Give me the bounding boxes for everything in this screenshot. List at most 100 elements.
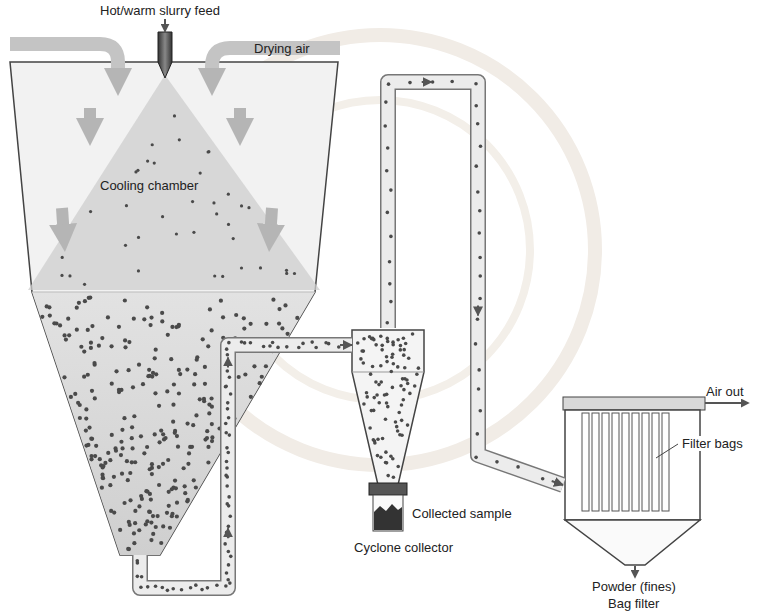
particle: [169, 357, 173, 361]
particle: [226, 451, 230, 455]
particle: [413, 384, 417, 388]
particle: [228, 375, 232, 379]
particle: [237, 375, 241, 379]
filter-bag: [662, 413, 669, 511]
particle: [207, 150, 210, 153]
particle: [283, 303, 287, 307]
particle: [153, 391, 157, 395]
particle: [199, 172, 202, 175]
particle: [166, 589, 170, 593]
particle: [402, 388, 406, 392]
particle: [142, 317, 146, 321]
particle: [402, 398, 406, 402]
particle: [474, 456, 478, 460]
particle: [123, 338, 127, 342]
particle: [389, 370, 393, 374]
particle: [130, 425, 134, 429]
particle: [175, 232, 178, 235]
particle: [368, 426, 372, 430]
particle: [403, 377, 407, 381]
particle: [131, 385, 135, 389]
particle: [396, 365, 400, 369]
particle: [45, 304, 49, 308]
particle: [165, 511, 169, 515]
particle: [201, 337, 205, 341]
particle: [132, 541, 136, 545]
particle: [259, 266, 262, 269]
particle: [252, 364, 256, 368]
particle: [126, 368, 130, 372]
particle: [228, 581, 232, 585]
particle: [293, 272, 296, 275]
particle: [227, 416, 231, 420]
particle: [82, 349, 86, 353]
particle: [139, 494, 143, 498]
particle: [243, 341, 247, 345]
particle: [408, 81, 412, 85]
particle: [415, 372, 419, 376]
particle: [166, 458, 170, 462]
particle: [200, 588, 204, 592]
particle: [398, 433, 402, 437]
particle: [371, 365, 375, 369]
particle: [161, 586, 165, 590]
particle: [101, 476, 105, 480]
particle: [227, 495, 231, 499]
filter-bag: [582, 413, 589, 511]
particle: [385, 401, 389, 405]
particle: [365, 391, 369, 395]
particle: [379, 334, 383, 338]
particle: [101, 476, 105, 480]
particle: [478, 297, 482, 301]
cyclone-collector: Cyclone collector: [352, 328, 424, 486]
particle: [388, 260, 392, 264]
particle: [495, 460, 499, 464]
particle: [271, 341, 275, 345]
particle: [106, 315, 110, 319]
particle: [122, 501, 126, 505]
flow-arrow: [477, 305, 479, 315]
particle: [170, 512, 174, 516]
particle: [84, 428, 88, 432]
particle: [159, 541, 163, 545]
particle: [219, 299, 223, 303]
particle: [206, 344, 210, 348]
powder-label: Powder (fines): [592, 579, 676, 594]
particle: [478, 409, 482, 413]
filter-housing: [565, 410, 700, 520]
particle: [391, 457, 395, 461]
particle: [128, 498, 132, 502]
flow-arrow: [422, 81, 432, 83]
particle: [327, 342, 331, 346]
particle: [175, 514, 179, 518]
particle: [362, 402, 366, 406]
particle: [224, 584, 228, 588]
particle: [124, 244, 127, 247]
particle: [310, 340, 314, 344]
particle: [147, 368, 151, 372]
particle: [247, 206, 250, 209]
particle: [242, 316, 246, 320]
filter-bag: [602, 413, 609, 511]
particle: [389, 235, 393, 239]
particle: [162, 437, 166, 441]
particle: [127, 547, 131, 551]
particle: [210, 422, 214, 426]
particle: [175, 434, 179, 438]
particle: [226, 578, 230, 582]
particle: [62, 333, 66, 337]
particle: [389, 300, 393, 304]
particle: [140, 575, 144, 579]
particle: [262, 345, 266, 349]
sample-label: Collected sample: [412, 506, 512, 521]
particle: [227, 341, 231, 345]
particle: [132, 414, 136, 418]
particle: [52, 321, 56, 325]
particle: [86, 373, 90, 377]
particle: [369, 372, 373, 376]
particle: [114, 369, 118, 373]
particle: [215, 583, 219, 587]
particle: [89, 210, 92, 213]
particle: [207, 411, 211, 415]
particle: [392, 475, 396, 479]
